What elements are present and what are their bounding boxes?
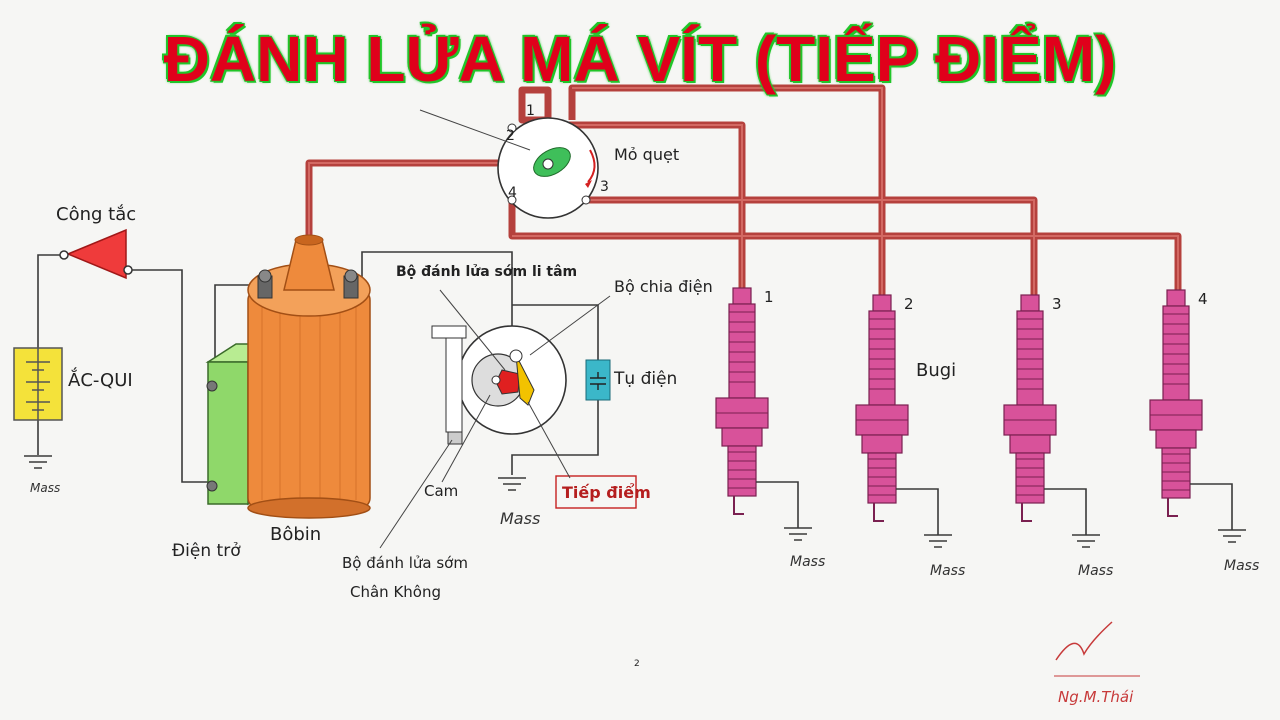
distributor-label: Bộ chia điện <box>614 277 713 296</box>
rotor-label: Mỏ quẹt <box>614 145 679 164</box>
vacuum-advance-label-1: Bộ đánh lửa sớm <box>342 554 468 572</box>
ignition-coil: Bôbin <box>247 234 371 545</box>
distributor-cap: 1 2 3 4 Mỏ quẹt <box>419 103 679 219</box>
plug-number-3: 3 <box>1052 295 1062 313</box>
low-tension-wires <box>37 251 599 483</box>
plug-number-2: 2 <box>904 295 914 313</box>
battery: ẮC-QUI Mass <box>13 347 133 495</box>
contact-points-label: Tiếp điểm <box>562 483 651 502</box>
ignition-switch: Công tắc <box>56 204 136 280</box>
switch-to-resistor <box>130 269 208 483</box>
centrifugal-advance-label: Bộ đánh lửa sớm li tâm <box>396 264 577 280</box>
condenser-ground <box>511 400 599 475</box>
vacuum-advance-label-2: Chân Không <box>350 583 441 601</box>
wire-terminal-4 <box>508 200 1182 290</box>
switch-label: Công tắc <box>56 204 136 225</box>
plug-mass-label-1: Mass <box>790 554 825 570</box>
page-title: ĐÁNH LỬA MÁ VÍT (TIẾP ĐIỂM) <box>163 22 1118 96</box>
battery-mass-label: Mass <box>30 481 60 495</box>
battery-to-switch <box>37 254 64 348</box>
battery-label: ẮC-QUI <box>68 367 133 391</box>
cam-label: Cam <box>424 482 458 500</box>
page-number: 2 <box>634 659 640 669</box>
condenser: Tụ điện <box>585 359 677 401</box>
wire-terminal-2 <box>568 84 886 295</box>
cap-terminal-2: 2 <box>506 128 515 144</box>
distributor-labels: Bộ đánh lửa sớm li tâm Bộ chia điện Cam … <box>342 264 713 601</box>
plug-number-4: 4 <box>1198 290 1208 308</box>
cap-terminal-4: 4 <box>508 185 517 201</box>
signature-text: Ng.M.Thái <box>1058 688 1134 706</box>
distributor-mass-label: Mass <box>500 509 540 528</box>
cap-terminal-1: 1 <box>526 103 535 119</box>
distributor-base <box>431 325 567 445</box>
signature: Ng.M.Thái <box>1054 621 1140 706</box>
plug-mass-label-3: Mass <box>1078 563 1113 579</box>
plug-number-1: 1 <box>764 288 774 306</box>
condenser-label: Tụ điện <box>613 369 677 389</box>
resistor-label: Điện trở <box>172 541 241 561</box>
ground-symbols <box>24 455 526 491</box>
plug-mass-label-2: Mass <box>930 563 965 579</box>
spark-plug-label: Bugi <box>916 360 956 381</box>
plug-mass-label-4: Mass <box>1224 558 1259 574</box>
coil-label: Bôbin <box>270 524 321 545</box>
cap-terminal-3: 3 <box>600 179 609 195</box>
